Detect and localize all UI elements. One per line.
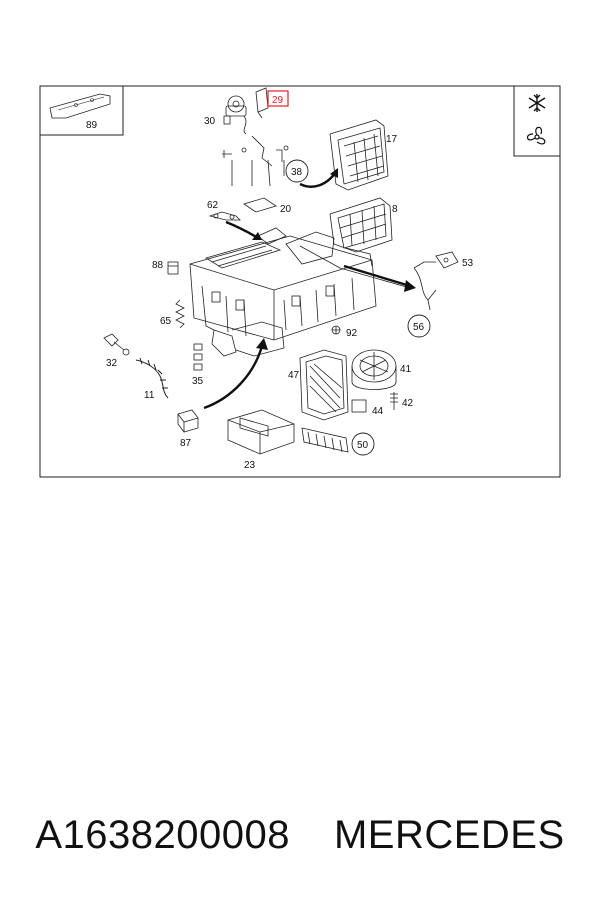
part-35-clips — [193, 343, 203, 371]
part-42-screw — [390, 392, 398, 410]
fan-icon — [526, 126, 546, 145]
part-53 — [413, 251, 459, 269]
callout-38 — [285, 159, 309, 183]
arrow-87-to-housing — [203, 345, 264, 410]
part-62 — [208, 211, 241, 221]
part-32-sensor — [103, 333, 130, 356]
part-50 — [301, 427, 349, 453]
highlight-box-29 — [267, 90, 289, 107]
label-89: 89 — [86, 120, 98, 131]
small-linkage-parts — [222, 135, 289, 187]
label-29: 29 — [272, 95, 284, 106]
part-30-actuator — [223, 95, 247, 135]
parts-diagram: 89 29 30 — [39, 85, 561, 478]
label-41: 41 — [400, 364, 412, 375]
part-56-cable — [413, 267, 437, 311]
part-92-screw — [331, 325, 341, 335]
caption: A1638200008 MERCEDES — [0, 800, 600, 870]
label-50: 50 — [357, 440, 369, 451]
label-35: 35 — [192, 376, 204, 387]
label-47: 47 — [288, 370, 300, 381]
label-38: 38 — [291, 167, 303, 178]
part-17-housing — [329, 119, 389, 191]
part-65-spring — [175, 299, 185, 329]
part-23 — [227, 409, 295, 455]
part-47-filter — [299, 349, 349, 421]
label-92: 92 — [346, 328, 358, 339]
part-88 — [167, 261, 179, 275]
label-42: 42 — [402, 398, 414, 409]
label-56: 56 — [413, 322, 425, 333]
part-20 — [243, 197, 277, 213]
brand-name: MERCEDES — [333, 812, 565, 857]
part-29 — [255, 87, 269, 119]
label-11: 11 — [144, 390, 155, 401]
callout-56 — [407, 314, 431, 338]
part-87 — [177, 409, 199, 433]
diagram-frame — [39, 85, 561, 478]
label-65: 65 — [160, 316, 172, 327]
label-17: 17 — [386, 134, 398, 145]
label-88: 88 — [152, 260, 164, 271]
label-30: 30 — [204, 116, 216, 127]
label-23: 23 — [244, 460, 256, 471]
part-41-blower — [351, 349, 397, 390]
label-87: 87 — [180, 438, 192, 449]
label-44: 44 — [372, 406, 384, 417]
snowflake-icon — [528, 94, 546, 112]
label-20: 20 — [280, 204, 292, 215]
hvac-main-housing — [189, 227, 411, 357]
part-44 — [351, 399, 367, 413]
arrow-main-to-56 — [343, 264, 411, 288]
part-number: A1638200008 — [35, 812, 290, 857]
part-8-housing — [329, 197, 393, 253]
callout-50 — [351, 432, 375, 456]
inset-icons — [513, 85, 561, 157]
arrow-62 — [225, 220, 259, 240]
label-53: 53 — [462, 258, 474, 269]
part-11-harness — [135, 357, 169, 399]
label-62: 62 — [207, 200, 219, 211]
label-8: 8 — [392, 204, 398, 215]
inset-89: 89 — [39, 85, 124, 136]
label-32: 32 — [106, 358, 118, 369]
